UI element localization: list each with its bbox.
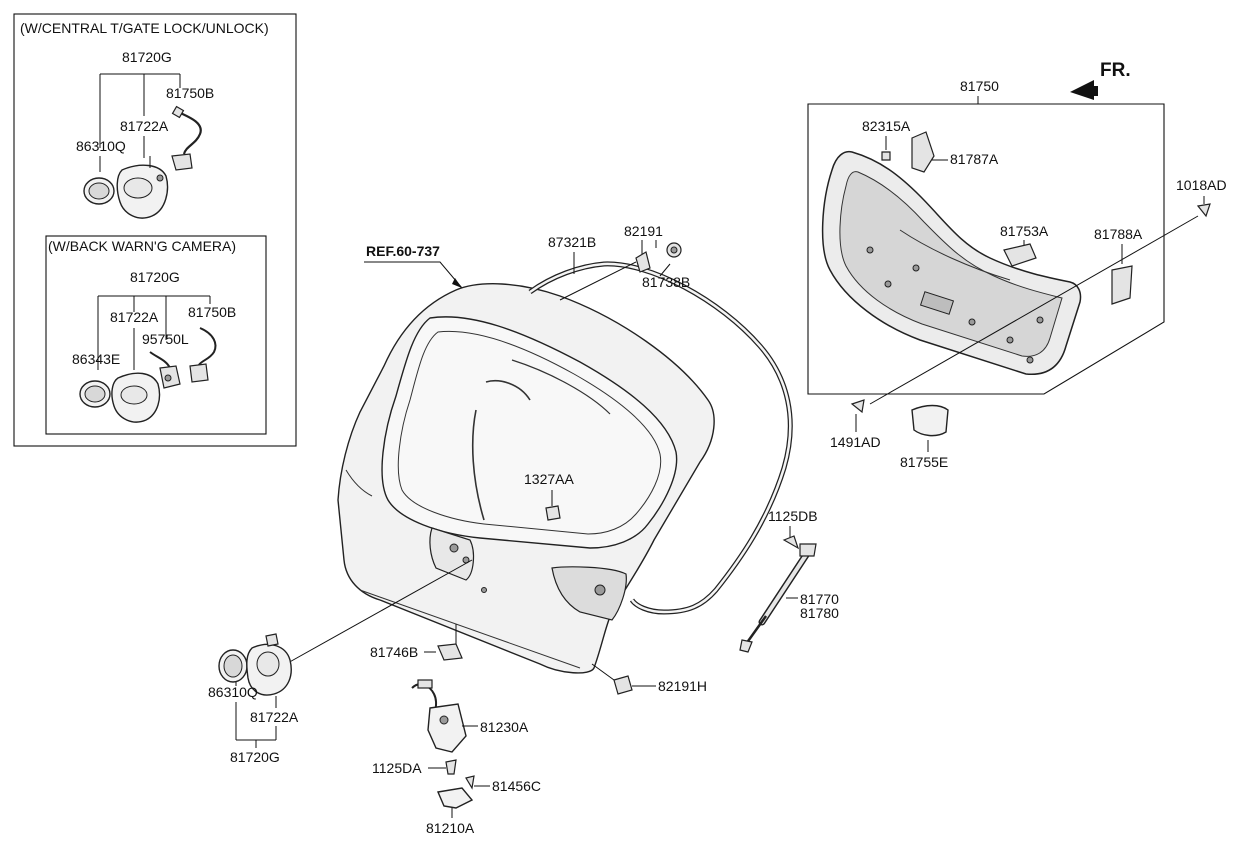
cover-81755E-icon <box>911 404 949 437</box>
part-label-87321B: 87321B <box>548 234 596 250</box>
part-label-81230A: 81230A <box>480 719 529 735</box>
part-label-81787A: 81787A <box>950 151 999 167</box>
part-label-86310Q-lower: 86310Q <box>208 684 258 700</box>
bolt-1125DA-icon <box>445 759 457 775</box>
part-label-1018AD: 1018AD <box>1176 177 1227 193</box>
handle-assembly-lower: 86310Q 81722A 81720G <box>208 559 473 765</box>
inset-central-lock-title: (W/CENTRAL T/GATE LOCK/UNLOCK) <box>20 20 269 36</box>
screw-icon <box>1196 203 1211 218</box>
nut-1327AA: 1327AA <box>524 471 574 521</box>
latch-group: 81230A 1125DA 81456C 81210A <box>372 679 541 836</box>
tailgate-window <box>381 316 678 549</box>
part-label-81722A-lower: 81722A <box>250 709 299 725</box>
weatherstrip-seal: 87321B <box>528 234 793 615</box>
part-label-1327AA: 1327AA <box>524 471 574 487</box>
part-label-95750L: 95750L <box>142 331 189 347</box>
part-label-81456C: 81456C <box>492 778 541 794</box>
gas-strut-icon <box>760 550 810 624</box>
part-label-1491AD: 1491AD <box>830 434 881 450</box>
part-label-81750B-camera: 81750B <box>188 304 236 320</box>
screw-81456C-icon <box>465 775 475 790</box>
part-label-82191H: 82191H <box>658 678 707 694</box>
part-label-81770: 81770 <box>800 591 839 607</box>
inset-camera-title: (W/BACK WARN'G CAMERA) <box>48 238 236 254</box>
part-label-81755E: 81755E <box>900 454 948 470</box>
bracket-icon <box>437 643 463 661</box>
nut-icon <box>545 505 561 521</box>
fastener-1491AD-icon <box>850 399 865 414</box>
part-label-1125DB: 1125DB <box>768 508 818 524</box>
striker-icon <box>437 787 474 809</box>
part-label-81722A-camera: 81722A <box>110 309 159 325</box>
part-label-86310Q: 86310Q <box>76 138 126 154</box>
part-label-1125DA: 1125DA <box>372 760 422 776</box>
part-label-82315A: 82315A <box>862 118 911 134</box>
part-label-81720G-camera: 81720G <box>130 269 180 285</box>
inset-central-lock: (W/CENTRAL T/GATE LOCK/UNLOCK) 81720G 81… <box>13 13 297 447</box>
bracket-81746B: 81746B <box>370 624 463 661</box>
bump-stop-82191H: 82191H <box>591 663 707 695</box>
part-label-81746B: 81746B <box>370 644 418 660</box>
trim-cover-left-icon <box>911 131 935 173</box>
part-label-86343E: 86343E <box>72 351 120 367</box>
trim-cover-right-icon <box>1111 265 1133 305</box>
plate-recess <box>429 527 475 581</box>
reference-label: REF.60-737 <box>366 243 440 259</box>
bolt-1125DB-icon <box>782 535 800 550</box>
latch-icon <box>427 703 467 753</box>
actuator-connector-icon <box>171 153 193 171</box>
part-label-81720G: 81720G <box>122 49 172 65</box>
bump-stop-group: 82191 81738B <box>559 223 690 301</box>
trim-panel-inset: FR. 81750 82315A 81787A 81753A 81788A 10… <box>807 60 1227 470</box>
part-label-82191: 82191 <box>624 223 663 239</box>
part-label-81753A: 81753A <box>1000 223 1049 239</box>
part-label-81738B: 81738B <box>642 274 690 290</box>
inset-central-lock-frame <box>13 13 297 447</box>
pull-handle-icon <box>1003 243 1037 267</box>
inset-camera-frame <box>45 235 267 435</box>
part-label-81210A: 81210A <box>426 820 475 836</box>
part-label-81788A: 81788A <box>1094 226 1143 242</box>
clip-icon <box>881 151 891 161</box>
front-arrow-icon <box>1070 80 1098 100</box>
gas-strut-group: 1125DB 81770 81780 <box>739 508 839 653</box>
part-label-81780: 81780 <box>800 605 839 621</box>
tailgate-assembly: REF.60-737 <box>337 243 715 674</box>
camera-connector-icon <box>189 363 209 383</box>
bump-stop-82191H-icon <box>613 675 633 695</box>
part-label-81750: 81750 <box>960 78 999 94</box>
part-label-81720G-lower: 81720G <box>230 749 280 765</box>
orientation-label: FR. <box>1100 60 1131 81</box>
trim-panel-frame <box>807 103 1165 395</box>
part-label-81722A: 81722A <box>120 118 169 134</box>
bump-stop-icon <box>635 251 651 273</box>
part-label-81750B: 81750B <box>166 85 214 101</box>
